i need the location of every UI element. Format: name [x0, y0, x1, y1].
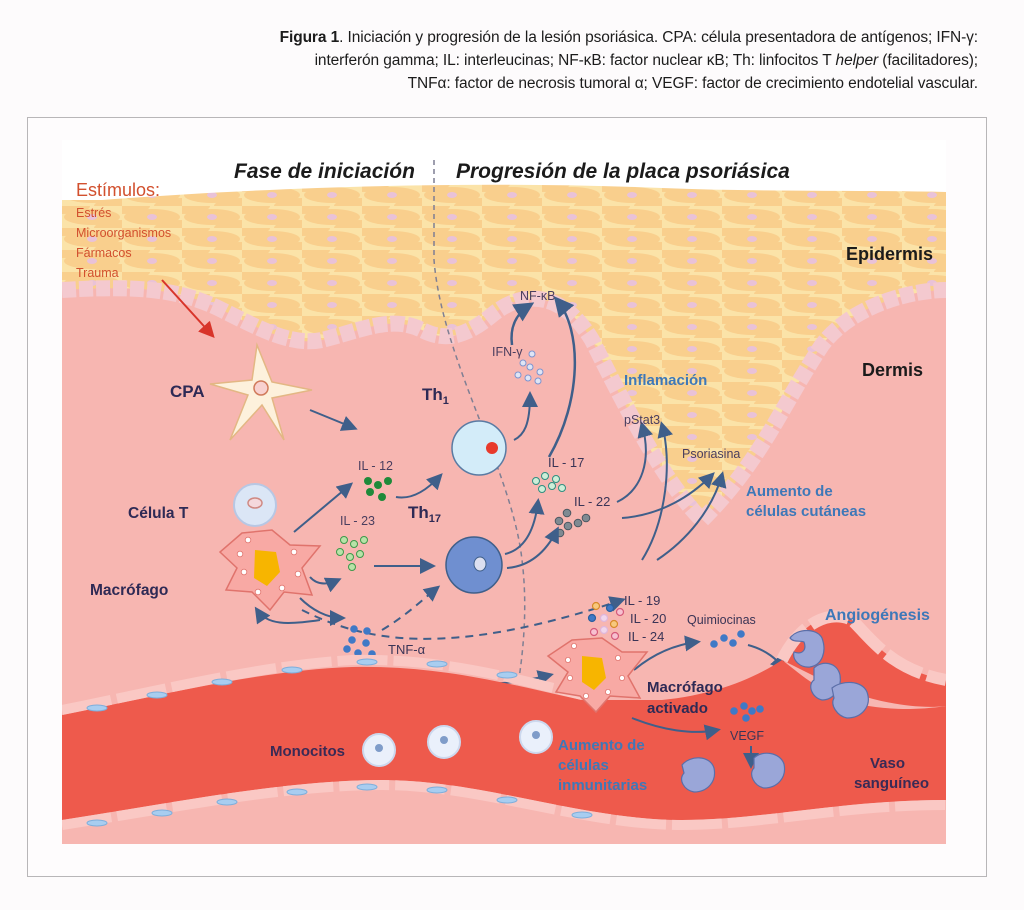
caption-italic-helper: helper — [835, 52, 879, 69]
psoriasin-label: Psoriasina — [682, 447, 740, 461]
il12-label: IL - 12 — [358, 459, 393, 473]
ifn-gamma-particles — [514, 350, 544, 385]
tnf-particles — [343, 625, 376, 658]
chemokines-label: Quimiocinas — [687, 613, 756, 627]
angiogenesis-label: Angiogénesis — [825, 607, 930, 624]
immune-cells-label-3: inmunitarias — [558, 777, 647, 794]
nfkb-label: NF-κB — [520, 289, 555, 303]
monocytes-label: Monocitos — [270, 743, 345, 760]
il19-label: IL - 19 — [624, 593, 660, 608]
endothelial-sprout-icons — [681, 629, 869, 793]
tnf-label: TNF-α — [388, 642, 426, 657]
caption-line-2a: interferón gamma; IL: interleucinas; NF-… — [314, 52, 836, 69]
th1-label: Th1 — [422, 385, 449, 407]
cpa-label: CPA — [170, 382, 205, 401]
stimulus-drugs: Fármacos — [76, 246, 132, 260]
activated-macrophage-label-2: activado — [647, 700, 708, 717]
macrophage-label: Macrófago — [90, 582, 168, 599]
il17-label: IL - 17 — [548, 455, 584, 470]
stimuli-title: Estímulos: — [76, 180, 160, 200]
stimulus-trauma: Trauma — [76, 266, 119, 280]
stimulus-arrow — [161, 279, 215, 338]
stimulus-microorganisms: Microorganismos — [76, 226, 171, 240]
figure-label: Figura 1 — [279, 29, 340, 46]
il23-label: IL - 23 — [340, 514, 375, 528]
vegf-particles — [730, 702, 764, 722]
il22-label: IL - 22 — [574, 494, 610, 509]
il17-particles — [532, 472, 566, 493]
phase-progression-title: Progresión de la placa psoriásica — [456, 160, 790, 183]
il23-particles — [336, 536, 368, 571]
t-cell-label: Célula T — [128, 505, 189, 522]
caption-line-1: . Iniciación y progresión de la lesión p… — [339, 29, 978, 46]
activated-macrophage-label-1: Macrófago — [647, 679, 723, 696]
il12-particles — [364, 477, 392, 501]
stimulus-stress: Estrés — [76, 206, 111, 220]
il19-20-24-particles — [587, 601, 625, 641]
vessel-label-2: sanguíneo — [854, 775, 929, 792]
vessel-label-1: Vaso — [870, 755, 905, 772]
immune-cells-label-2: células — [558, 757, 609, 774]
dermis-label: Dermis — [862, 360, 923, 380]
skin-cells-label-1: Aumento de — [746, 483, 833, 500]
il24-label: IL - 24 — [628, 629, 664, 644]
monocyte-icons — [362, 720, 553, 767]
caption-line-3: TNFα: factor de necrosis tumoral α; VEGF… — [407, 75, 978, 92]
skin-cells-label-2: células cutáneas — [746, 503, 866, 520]
cropped-adjacent-column — [1010, 0, 1024, 910]
pstat3-label: pStat3 — [624, 413, 660, 427]
psoriasis-illustration: Fase de iniciación Progresión de la plac… — [62, 140, 946, 844]
th17-label: Th17 — [408, 503, 441, 525]
ifn-gamma-label: IFN-γ — [492, 345, 523, 359]
vegf-label: VEGF — [730, 729, 764, 743]
figure-caption: Figura 1. Iniciación y progresión de la … — [98, 26, 978, 95]
phase-initiation-title: Fase de iniciación — [234, 160, 415, 183]
immune-cells-label-1: Aumento de — [558, 737, 645, 754]
caption-line-2b: (facilitadores); — [878, 52, 978, 69]
epidermis-label: Epidermis — [846, 244, 933, 264]
th1-cell-icon — [451, 420, 507, 476]
chemokine-particles — [710, 630, 745, 648]
epidermis-layer — [62, 184, 946, 520]
blood-vessel — [62, 660, 946, 820]
il20-label: IL - 20 — [630, 611, 666, 626]
inflammation-label: Inflamación — [624, 372, 707, 389]
